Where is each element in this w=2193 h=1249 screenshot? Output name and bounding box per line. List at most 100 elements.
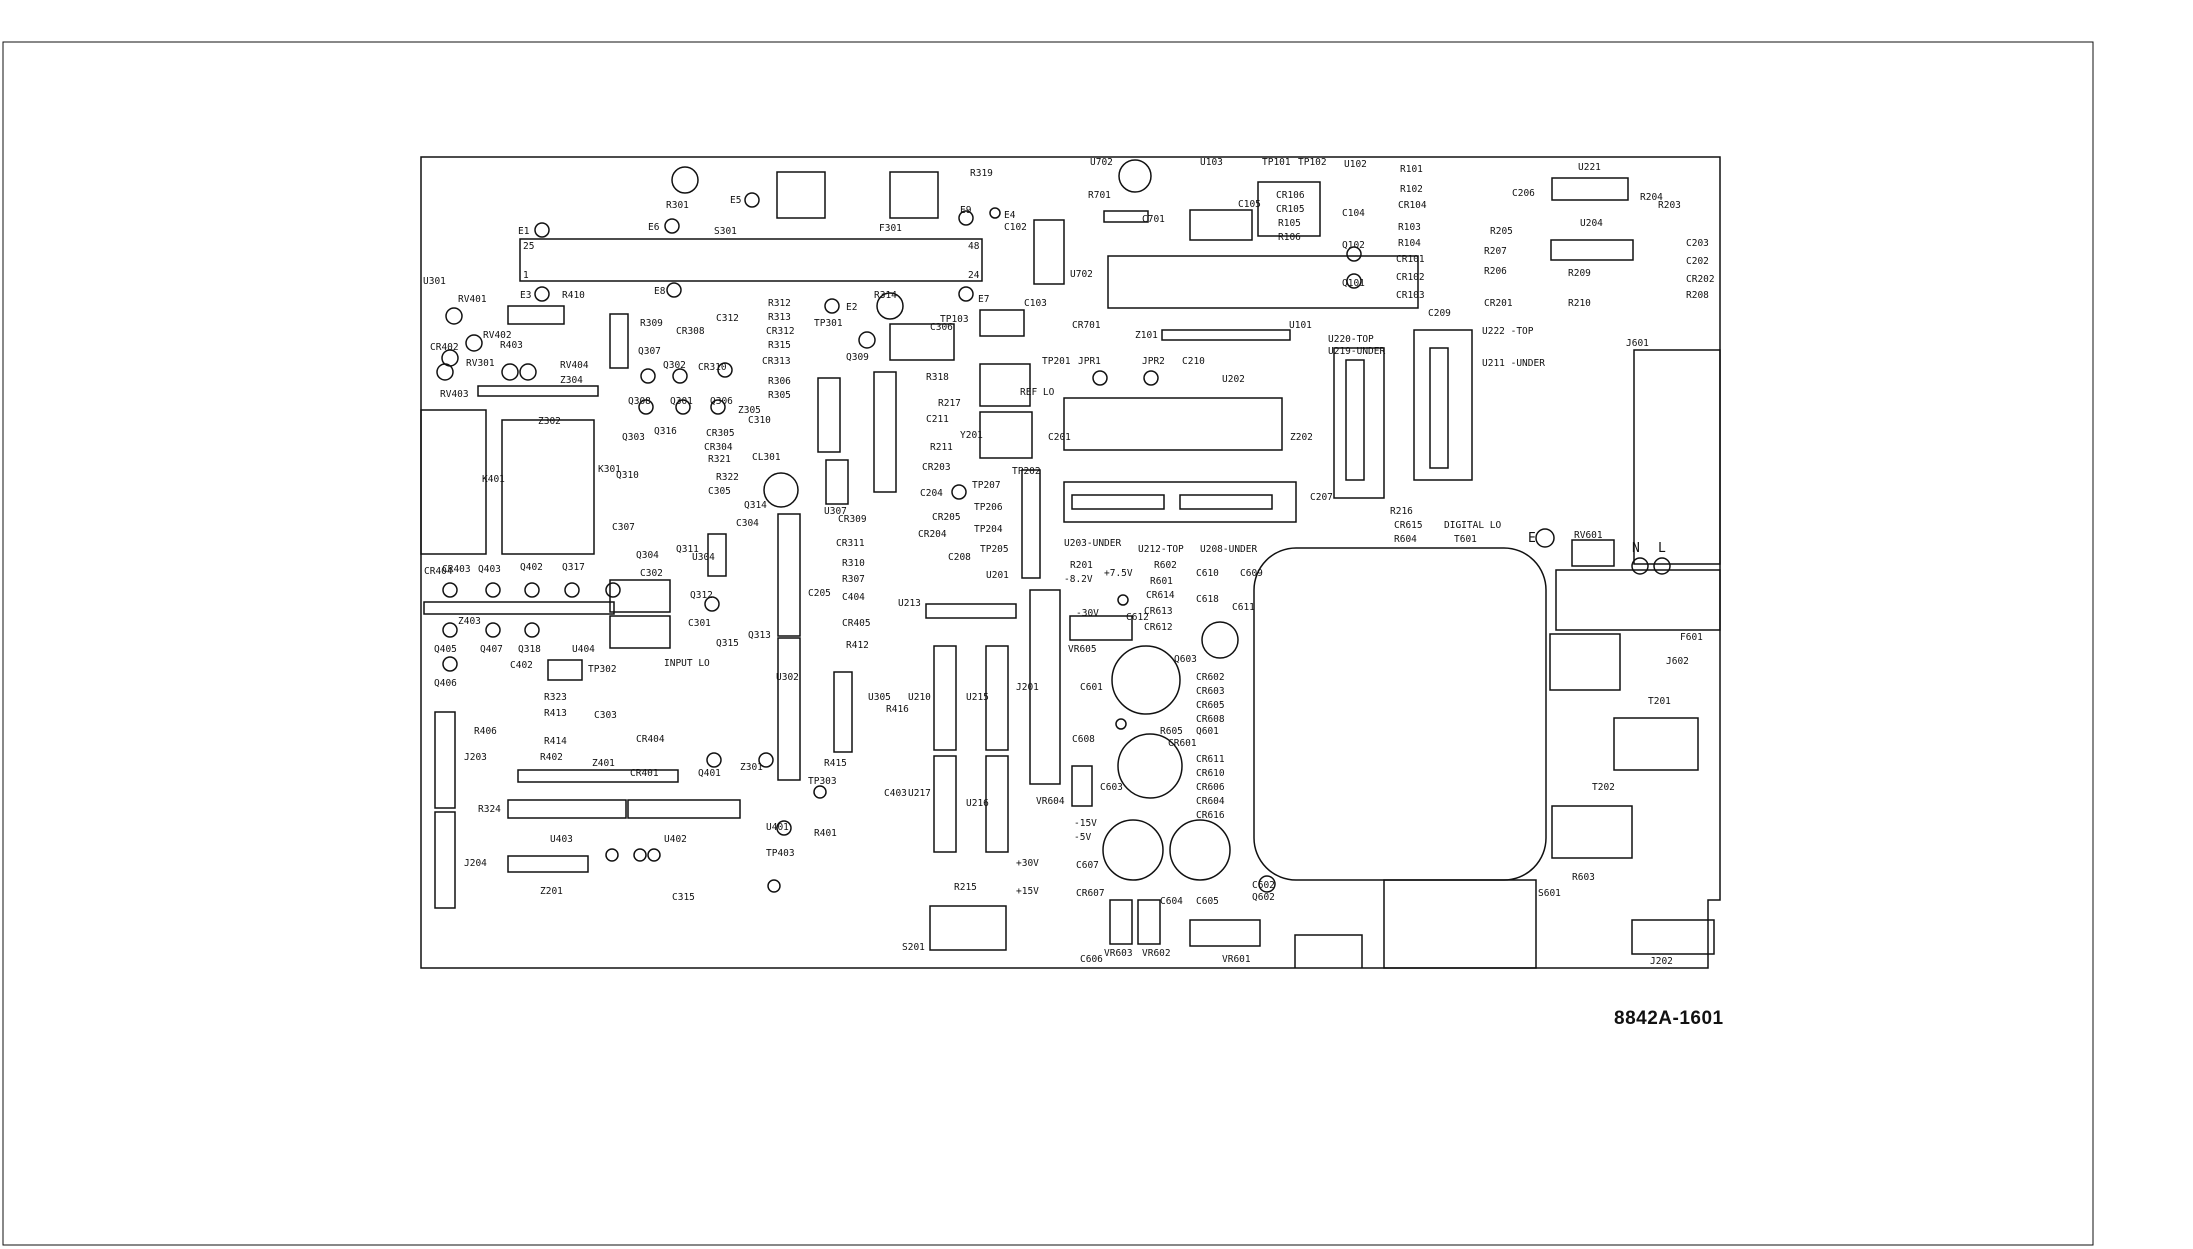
u203-block xyxy=(1063,481,1297,523)
label-q603: Q603 xyxy=(1174,654,1197,665)
label-cr615: CR615 xyxy=(1394,520,1423,531)
label-r312: R312 xyxy=(768,298,791,309)
label-q302: Q302 xyxy=(663,360,686,371)
label-r410: R410 xyxy=(562,290,585,301)
z101-bar xyxy=(1161,329,1291,341)
label-cr101: CR101 xyxy=(1396,254,1425,265)
c301-cap xyxy=(609,615,671,649)
u103-chip xyxy=(1189,209,1253,241)
label-q317: Q317 xyxy=(562,562,585,573)
label-u103: U103 xyxy=(1200,157,1223,168)
vr605-reg xyxy=(1069,615,1133,641)
label-digital-lo: DIGITAL LO xyxy=(1444,520,1501,531)
label-z101: Z101 xyxy=(1135,330,1158,341)
label-q312: Q312 xyxy=(690,590,713,601)
c602-pad xyxy=(1258,875,1276,893)
label-r105: R105 xyxy=(1278,218,1301,229)
label-r211: R211 xyxy=(930,442,953,453)
label-c610: C610 xyxy=(1196,568,1219,579)
label-r306: R306 xyxy=(768,376,791,387)
label-q313: Q313 xyxy=(748,630,771,641)
label-r403: R403 xyxy=(500,340,523,351)
label-j601: J601 xyxy=(1626,338,1649,349)
c209-chip xyxy=(1413,329,1473,481)
e9-pad xyxy=(958,210,974,226)
label-l-terminal: L xyxy=(1658,541,1666,556)
label-c105: C105 xyxy=(1238,199,1261,210)
label-c603: C603 xyxy=(1100,782,1123,793)
label-c104: C104 xyxy=(1342,208,1365,219)
c612-cap xyxy=(1201,621,1239,659)
label-cr201: CR201 xyxy=(1484,298,1513,309)
label-c201: C201 xyxy=(1048,432,1071,443)
label-q601: Q601 xyxy=(1196,726,1219,737)
u221-chip xyxy=(1550,239,1634,261)
label-r307: R307 xyxy=(842,574,865,585)
label-cr203: CR203 xyxy=(922,462,951,473)
c605-cap xyxy=(1169,819,1231,881)
s201-switch xyxy=(929,905,1007,951)
j204-conn xyxy=(434,811,456,909)
label-q311: Q311 xyxy=(676,544,699,555)
label-cr305: CR305 xyxy=(706,428,735,439)
label-cr312: CR312 xyxy=(766,326,795,337)
label-r413: R413 xyxy=(544,708,567,719)
label-c207: C207 xyxy=(1310,492,1333,503)
u303-chip xyxy=(873,371,897,493)
label-q303: Q303 xyxy=(622,432,645,443)
s601-block xyxy=(1383,879,1537,969)
page-frame xyxy=(2,41,2094,1246)
label-c602: C602 xyxy=(1252,880,1275,891)
label-cr601: CR601 xyxy=(1168,738,1197,749)
vr604-reg xyxy=(1071,765,1093,807)
label-c202: C202 xyxy=(1686,256,1709,267)
label-cr701: CR701 xyxy=(1072,320,1101,331)
label-cr603: CR603 xyxy=(1196,686,1225,697)
label-q306: Q306 xyxy=(710,396,733,407)
label-vr601: VR601 xyxy=(1222,954,1251,965)
label-cr608: CR608 xyxy=(1196,714,1225,725)
label-tp207: TP207 xyxy=(972,480,1001,491)
label-r603: R603 xyxy=(1572,872,1595,883)
label-r605: R605 xyxy=(1160,726,1183,737)
s301-pin-48: 48 xyxy=(968,241,980,252)
label-c211: C211 xyxy=(926,414,949,425)
label-z302: Z302 xyxy=(538,416,561,427)
label-e9: E9 xyxy=(960,205,972,216)
c603-cap xyxy=(1117,733,1183,799)
u702-chip xyxy=(1107,255,1419,309)
n-terminal xyxy=(1631,557,1649,575)
label-c608: C608 xyxy=(1072,734,1095,745)
label-c305: C305 xyxy=(708,486,731,497)
label-u212-top: U212-TOP xyxy=(1138,544,1184,555)
label-rv601: RV601 xyxy=(1574,530,1603,541)
j201-conn xyxy=(1029,589,1061,785)
label-z305: Z305 xyxy=(738,405,761,416)
f601-block xyxy=(1555,569,1721,631)
label-r414: R414 xyxy=(544,736,567,747)
label-tp205: TP205 xyxy=(980,544,1009,555)
r314-pot xyxy=(876,292,904,320)
label-f301: F301 xyxy=(879,223,902,234)
c311-block xyxy=(979,363,1031,407)
label-c403: C403 xyxy=(884,788,907,799)
label-c606: C606 xyxy=(1080,954,1103,965)
label-q405: Q405 xyxy=(434,644,457,655)
label-vr603: VR603 xyxy=(1104,948,1133,959)
c209-inner xyxy=(1429,347,1449,469)
label-vr602: VR602 xyxy=(1142,948,1171,959)
label-tp101: TP101 xyxy=(1262,157,1291,168)
label-u220-top: U220-TOP xyxy=(1328,334,1374,345)
label-cr610: CR610 xyxy=(1196,768,1225,779)
label-c210: C210 xyxy=(1182,356,1205,367)
e8-pad xyxy=(666,282,682,298)
label-s301: S301 xyxy=(714,226,737,237)
label-c103: C103 xyxy=(1024,298,1047,309)
label-u101: U101 xyxy=(1289,320,1312,331)
label-r309: R309 xyxy=(640,318,663,329)
label-u203-under: U203-UNDER xyxy=(1064,538,1121,549)
e6-pad xyxy=(664,218,680,234)
z302-relay xyxy=(501,419,595,555)
label-r604: R604 xyxy=(1394,534,1417,545)
label-tp202: TP202 xyxy=(1012,466,1041,477)
